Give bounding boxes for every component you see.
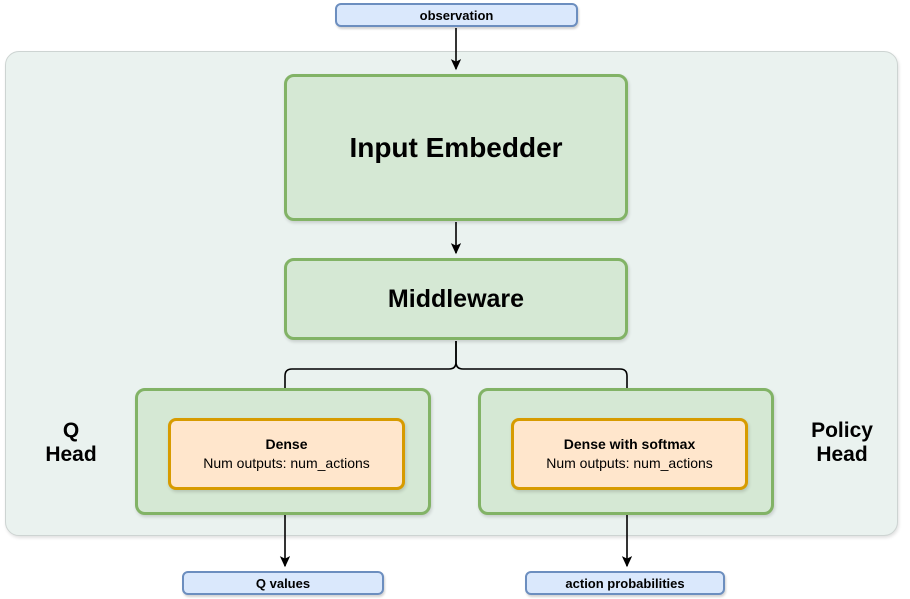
policy-head-label-line2: Head <box>816 442 868 466</box>
policy-head-label: Policy Head <box>786 419 898 466</box>
q-head-label-line1: Q <box>62 419 80 442</box>
q-values-node[interactable]: Q values <box>182 571 384 595</box>
input-embedder-label: Input Embedder <box>349 131 563 163</box>
dense-node[interactable]: Dense Num outputs: num_actions <box>168 418 405 490</box>
policy-head-label-line1: Policy <box>811 419 873 442</box>
q-head-label: Q Head <box>22 419 120 466</box>
dense-with-softmax-node[interactable]: Dense with softmax Num outputs: num_acti… <box>511 418 748 490</box>
dense-with-softmax-title-label: Dense with softmax <box>563 436 696 453</box>
action-probabilities-label: action probabilities <box>565 575 685 591</box>
q-values-label: Q values <box>255 575 311 591</box>
middleware-label: Middleware <box>387 284 525 313</box>
observation-label: observation <box>419 7 494 23</box>
input-embedder-node[interactable]: Input Embedder <box>284 74 628 221</box>
dense-num-outputs-label: Num outputs: num_actions <box>203 455 370 471</box>
q-head-group[interactable]: Dense Num outputs: num_actions <box>135 388 431 515</box>
policy-head-group[interactable]: Dense with softmax Num outputs: num_acti… <box>478 388 774 515</box>
q-head-label-line2: Head <box>45 442 97 466</box>
dense-with-softmax-num-outputs-label: Num outputs: num_actions <box>546 455 713 471</box>
middleware-node[interactable]: Middleware <box>284 258 628 340</box>
action-probabilities-node[interactable]: action probabilities <box>525 571 725 595</box>
dense-title-label: Dense <box>265 436 308 453</box>
observation-node[interactable]: observation <box>335 3 578 27</box>
